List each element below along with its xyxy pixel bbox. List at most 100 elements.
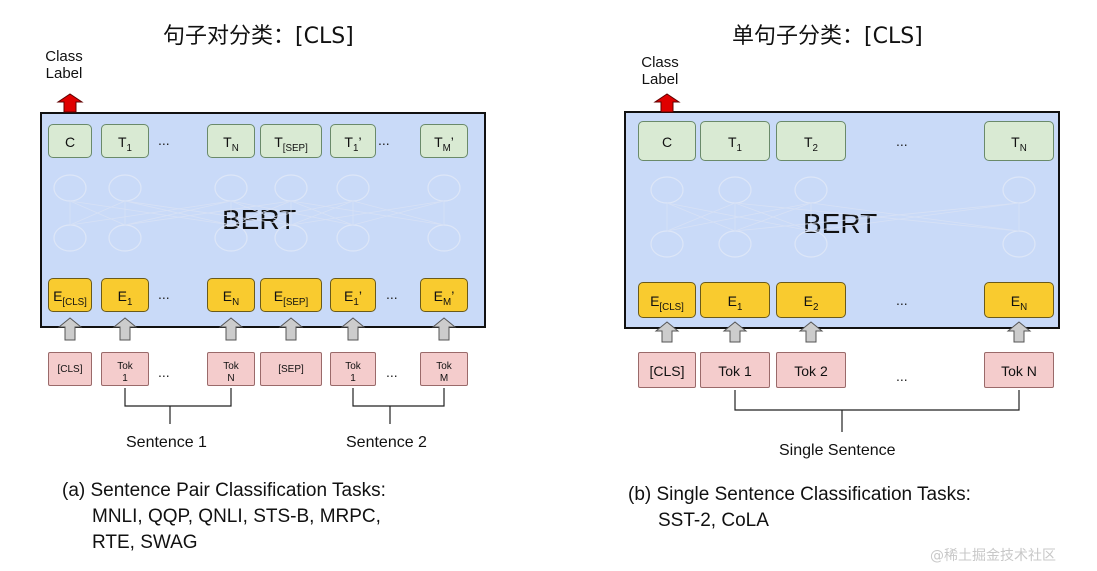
right-sentence-bracket [734,390,1020,411]
right-embedding-token-0-main: E [650,293,660,309]
left-embedding-token-1-sub: 1 [126,296,133,308]
right-network-edge-1-0 [666,202,736,232]
right-output-token-3-sub: N [1019,142,1027,154]
left-embedding-token-1: E1 [101,278,149,312]
left-output-token-5-prime: ’ [450,134,454,150]
left-embedding-token-5-sub: M [443,296,452,308]
left-caption: (a) Sentence Pair Classification Tasks: … [62,478,386,556]
right-network-node-bot-1 [718,230,752,258]
right-emb-ellipsis: ... [896,292,908,308]
left-output-token-0: C [48,124,92,158]
left-network-edge-3-2 [230,200,292,226]
left-output-token-1-main: T [117,134,127,150]
left-output-token-4-prime: ’ [358,134,362,150]
left-output-ellipsis: ... [158,132,170,148]
right-output-token-2: T2 [776,121,846,161]
left-input-arrow-4 [340,317,366,341]
left-embedding-token-3-main: E [273,288,284,304]
left-input-token-5-line2: M [439,373,449,384]
right-network-node-bot-0 [650,230,684,258]
left-input-arrow-2 [218,317,244,341]
right-input-arrow-0 [654,321,680,343]
left-input-token-2-line2: N [227,373,235,384]
right-output-token-1-sub: 1 [736,142,742,154]
right-embedding-token-3-sub: N [1020,301,1028,313]
right-caption-line2: SST-2, CoLA [658,510,769,531]
right-output-token-1-main: T [727,134,737,150]
left-network-edge-3-1 [124,200,292,226]
left-embedding-token-3: E[SEP] [260,278,322,312]
left-embedding-token-0: E[CLS] [48,278,92,312]
left-caption-line1: (a) Sentence Pair Classification Tasks: [62,480,386,501]
left-output-token-5-main: T [434,134,443,150]
right-network-node-top-3 [1002,176,1036,204]
left-output-token-2: TN [207,124,255,158]
right-embedding-token-3-main: E [1010,293,1021,309]
left-input-token-1-line1: Tok [117,361,133,372]
left-caption-line2: MNLI, QQP, QNLI, STS-B, MRPC, [92,506,381,527]
right-output-token-0-main: C [661,134,673,150]
right-network-node-top-0 [650,176,684,204]
right-input-token-1: Tok 1 [700,352,770,388]
left-network-node-bot-4 [336,224,370,252]
left-output-token-1-sub: 1 [126,142,132,154]
left-output-token-5-sub: M [442,142,451,154]
left-output-token-0-main: C [64,134,76,150]
left-class-label-line2: Label [45,65,83,82]
left-input-arrow-5 [431,317,457,341]
right-input-token-3-label: Tok N [1001,363,1037,379]
left-output-token-2-main: T [223,134,232,150]
left-caption-line3: RTE, SWAG [92,532,198,553]
right-embedding-token-1-sub: 1 [736,301,743,313]
left-input-token-4-line2: 1 [350,373,356,384]
left-embedding-token-4-prime: ’ [358,288,362,304]
left-network-node-bot-1 [108,224,142,252]
right-input-arrow-2 [798,321,824,343]
right-network-edge-2-1 [734,202,812,232]
left-output-token-3-sub: [SEP] [282,142,308,154]
left-input-token-0: [CLS] [48,352,92,386]
right-input-arrow-1 [722,321,748,343]
left-sentence1-bracket [124,388,232,407]
left-embedding-token-1-main: E [117,288,127,304]
left-input-token-1-line2: 1 [122,373,128,384]
left-class-label: Class Label [40,48,88,82]
right-output-token-0: C [638,121,696,161]
right-input-token-2-label: Tok 2 [794,363,828,379]
right-network-edge-3-1 [734,202,1020,232]
left-input-token-4-line1: Tok [345,361,361,372]
left-embedding-token-4-main: E [344,288,354,304]
right-class-arrow [653,93,681,113]
left-input-arrow-0 [57,317,83,341]
left-output-token-4-main: T [344,134,353,150]
right-single-sentence-label: Single Sentence [779,442,896,459]
left-sentence1-label: Sentence 1 [126,434,207,451]
right-embedding-token-1-main: E [727,293,737,309]
left-embedding-token-5-main: E [433,288,444,304]
left-embedding-token-2-main: E [222,288,233,304]
left-network-edge-1-0 [69,200,126,226]
left-emb-ellipsis-2: ... [386,286,398,302]
right-network-node-bot-2 [794,230,828,258]
right-embedding-token-0-sub: [CLS] [659,301,684,313]
right-input-token-1-label: Tok 1 [718,363,752,379]
right-input-token-0: [CLS] [638,352,696,388]
right-embedding-token-0: E[CLS] [638,282,696,318]
left-embedding-token-2: EN [207,278,255,312]
right-input-arrow-3 [1006,321,1032,343]
left-embedding-token-4-sub: 1 [353,296,359,308]
left-embedding-token-4: E1’ [330,278,376,312]
left-sentence2-label: Sentence 2 [346,434,427,451]
left-input-token-0-label: [CLS] [57,364,83,375]
left-network-node-top-0 [53,174,87,202]
left-network-node-bot-5 [427,224,461,252]
right-network-edge-2-0 [666,202,812,232]
right-input-token-3: Tok N [984,352,1054,388]
left-network-edge-5-3 [290,200,445,226]
left-embedding-token-0-sub: [CLS] [62,296,87,308]
right-network-edge-3-2 [810,202,1020,232]
left-output-token-5: TM’ [420,124,468,158]
left-network-node-top-4 [336,174,370,202]
